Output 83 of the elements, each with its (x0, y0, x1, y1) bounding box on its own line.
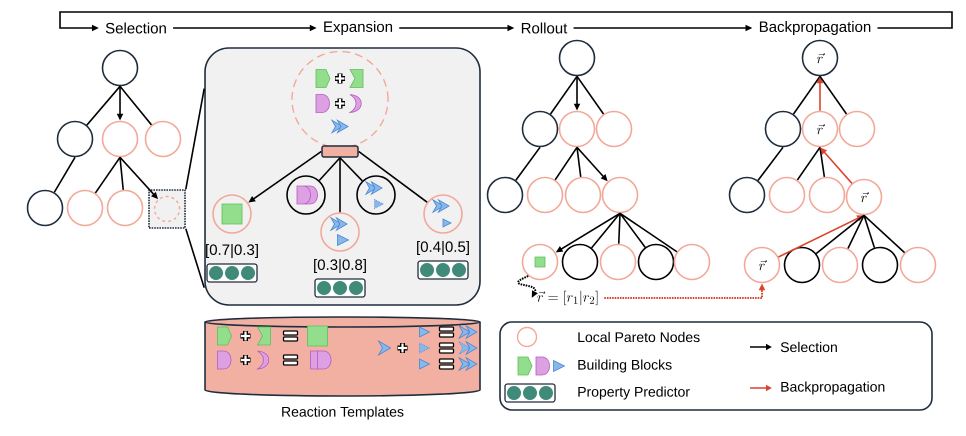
connector-line (863, 215, 876, 248)
tree-node (728, 176, 766, 214)
connector-line (550, 76, 578, 114)
tree-node (764, 110, 802, 148)
tree-node (600, 244, 636, 280)
tree-node (564, 176, 602, 214)
connector-line (515, 146, 541, 181)
connector-line (185, 88, 205, 190)
tree-node (212, 194, 252, 234)
tree-node (808, 176, 846, 214)
tree-node (26, 190, 64, 226)
connector-line (554, 146, 578, 180)
connector-line (863, 214, 906, 254)
connector-line (619, 212, 646, 248)
connector-line (816, 214, 864, 254)
tree-node (638, 244, 674, 280)
connector-line (618, 213, 621, 244)
connector-line (591, 212, 621, 248)
tree-node (558, 40, 596, 76)
score-label: [0.7|0.3] (206, 244, 258, 258)
expansion-panel (204, 47, 481, 306)
tree-node (522, 110, 558, 148)
tree-node (144, 120, 182, 158)
tree-node (56, 120, 94, 158)
tree-node: $\vec{r}$ (846, 178, 882, 216)
connector-line (819, 76, 848, 114)
tree-node (486, 176, 524, 214)
step-label: Backpropagation (760, 21, 870, 35)
legend-label: Local Pareto Nodes (578, 332, 700, 342)
connector-line (318, 157, 341, 181)
score-label: [0.4|0.5] (417, 240, 469, 256)
score-label: [0.3|0.8] (314, 258, 366, 274)
legend-label: Selection (780, 342, 837, 352)
candidate-circle (291, 50, 389, 148)
connector-line (819, 147, 826, 177)
tree-node (784, 246, 820, 284)
tree-node (286, 175, 326, 215)
connector-line (119, 157, 124, 190)
connector-line (54, 156, 76, 193)
tree-node (154, 196, 180, 222)
cylinder-caption: Reaction Templates (282, 406, 404, 420)
tree-node (66, 190, 104, 226)
tree-node (674, 244, 710, 280)
tree-node (102, 50, 138, 86)
tree-node (423, 194, 463, 234)
tree-node (106, 190, 144, 226)
step-label: Rollout (522, 22, 568, 34)
connector-line (339, 157, 363, 182)
tree-node (558, 110, 596, 148)
connector-line (358, 150, 428, 203)
tree-node (768, 176, 806, 214)
tree-node (356, 175, 396, 215)
tree-node (822, 246, 858, 284)
tree-node (900, 246, 936, 284)
step-label: Selection (106, 22, 166, 34)
connector-line (119, 86, 152, 126)
tree-node: $\vec{r}$ (802, 40, 838, 76)
legend-label: Property Predictor (578, 386, 690, 400)
connector-line (94, 156, 121, 194)
tree-node (562, 244, 598, 280)
tree-node (526, 176, 564, 214)
legend-label: Building Blocks (578, 359, 672, 372)
connector-line (620, 212, 678, 252)
step-label: Expansion (324, 21, 392, 35)
reward-formula: $\vec{r} = [r_1|r_2]$ (537, 290, 598, 306)
tree-node: $\vec{r}$ (802, 110, 838, 148)
tree-node (602, 176, 638, 214)
connector-line (792, 76, 821, 114)
connector-line (796, 146, 821, 180)
tree-node (838, 110, 876, 148)
connector-line (847, 214, 865, 249)
tree-node (862, 246, 898, 284)
connector-line (576, 147, 582, 177)
tree-node: $\vec{r}$ (744, 246, 780, 284)
tree-node (596, 110, 632, 148)
tree-node (320, 212, 360, 252)
connector-line (86, 86, 121, 126)
legend-label: Backpropagation (781, 381, 884, 394)
connector-line (185, 228, 205, 288)
connector-line (576, 76, 604, 114)
tree-node (102, 120, 138, 158)
connector-line (757, 146, 784, 181)
connector-line (339, 158, 341, 212)
